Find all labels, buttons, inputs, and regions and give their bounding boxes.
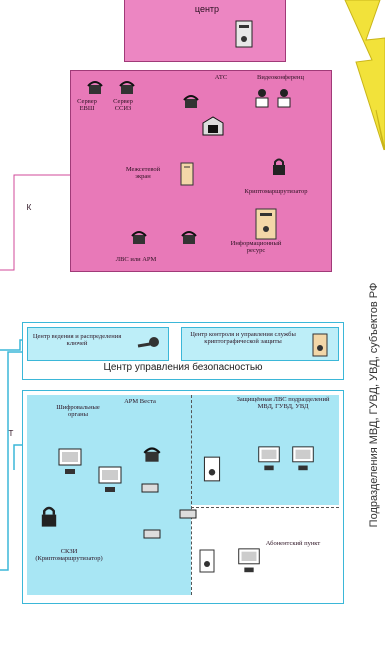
router-icon (179, 509, 197, 519)
link-cyan-1 (0, 339, 22, 351)
audit-center-box: Центр контроля и управления службы крипт… (181, 327, 339, 361)
server-icon (199, 549, 215, 573)
router-icon (141, 483, 159, 493)
lock-icon (41, 506, 57, 527)
server-icon (235, 20, 253, 48)
key-icon (137, 337, 159, 348)
computer-icon (292, 446, 314, 471)
phone-icon (131, 231, 147, 244)
key-center-label: Центр ведения и распределения ключей (32, 333, 122, 347)
arm-vesta-label: АРМ Веста (124, 398, 156, 405)
firewall-label: Межсетевой экран (125, 166, 161, 180)
camera-icon (255, 89, 269, 108)
computer-icon (98, 466, 122, 492)
computer-icon (258, 446, 280, 471)
ats-label: АТС (214, 74, 228, 81)
computer-icon (238, 548, 260, 573)
left-zone (27, 395, 191, 595)
computer-icon (58, 448, 82, 474)
top-center-label: центр (194, 4, 220, 14)
lightning-bolt (344, 0, 385, 151)
top-center-box: центр (124, 0, 286, 62)
key-center-box: Центр ведения и распределения ключей (27, 327, 169, 361)
main-network-box: АТС Видеоконференц Сервер ЕВШ Сервер ССИ… (70, 70, 332, 272)
lock-icon (273, 158, 285, 175)
remote-lans-label: Защищённая ЛВС подразделений МВД, ГУВД, … (236, 396, 330, 410)
crypto-router-label: Криптомаршрутизатор (244, 188, 308, 195)
server-icon (203, 456, 221, 482)
security-center-box: Центр ведения и распределения ключей Цен… (22, 322, 344, 380)
lan-arm-label: ЛВС или АРМ (115, 256, 157, 263)
security-center-title: Центр управления безопасностью (103, 362, 263, 373)
crypto-means-label: Шифровальные органы (56, 404, 100, 418)
link-cyan-2 (0, 351, 22, 571)
video-label: Видеоконференц (256, 74, 304, 81)
router-icon (143, 529, 161, 539)
zone-divider-v (191, 395, 192, 595)
server-icon (255, 208, 277, 240)
router-icon (180, 162, 194, 186)
pink-link-label: К (26, 203, 32, 212)
zone-divider (191, 507, 339, 508)
audit-center-label: Центр контроля и управления службы крипт… (190, 331, 296, 345)
side-caption: Подразделения МВД, ГУВД, УВД, субъектов … (368, 282, 380, 528)
phone-icon (143, 447, 161, 462)
subscriber-label: Абонентский пункт (265, 540, 321, 547)
camera-icon (277, 89, 291, 108)
server-ssi-label: Сервер ССИЗ (113, 98, 133, 112)
server-esd-label: Сервер ЕВШ (77, 98, 97, 112)
phone-icon (181, 231, 197, 244)
phone-icon (87, 81, 103, 94)
phone-icon (183, 95, 199, 108)
phone-icon (119, 81, 135, 94)
subdivision-box: Шифровальные органы АРМ Веста Защищённая… (22, 390, 344, 604)
computer-icon (202, 116, 224, 136)
server-icon (312, 333, 328, 357)
info-resource-label: Информационный ресурс (230, 240, 282, 254)
link-cyan-3 (13, 444, 24, 470)
cyan-link-label: Т (8, 429, 14, 438)
skzi-label: СКЗИ (Криптомаршрутизатор) (35, 548, 103, 562)
link-pink (0, 174, 70, 271)
